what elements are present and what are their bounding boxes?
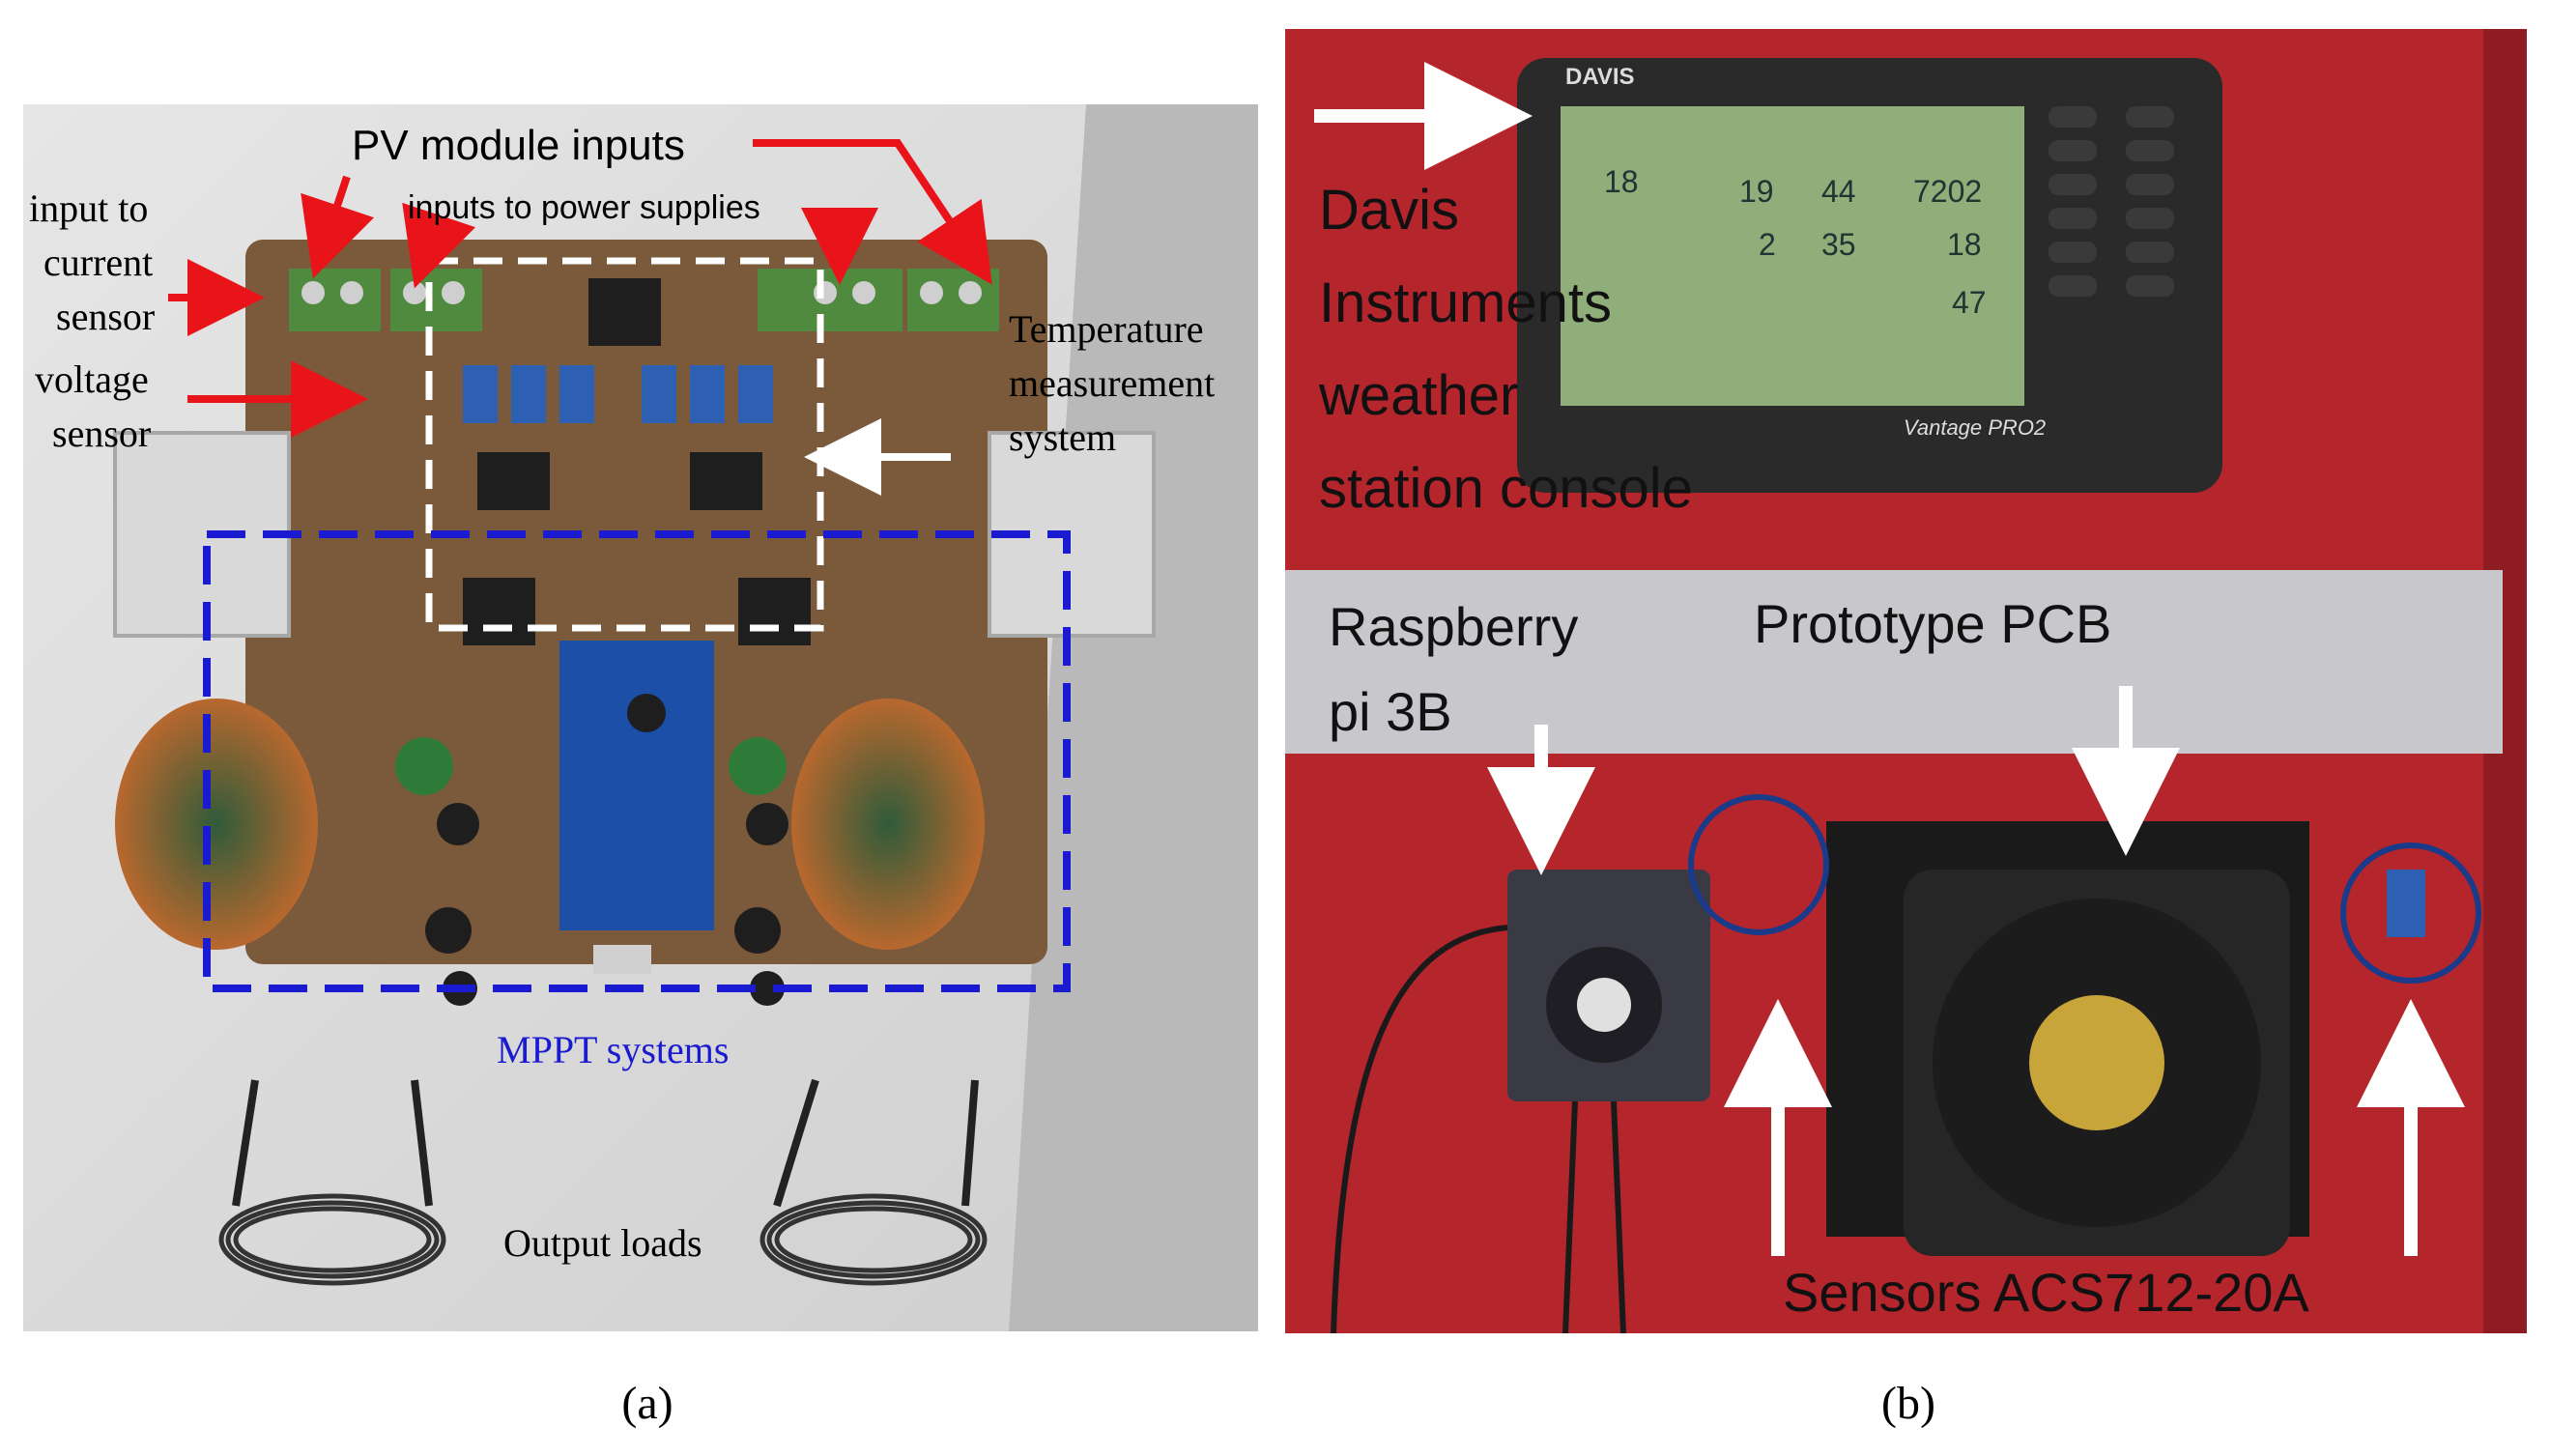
console-brand: DAVIS [1565, 64, 1635, 90]
label-power-supplies: inputs to power supplies [408, 189, 760, 226]
label-pv-inputs: PV module inputs [352, 122, 685, 169]
cables [1331, 925, 1626, 1333]
label-current-sensor: input to current sensor [29, 186, 156, 338]
console-reading-8: 47 [1952, 285, 1987, 320]
console-reading-4: 7202 [1913, 174, 1983, 209]
output-load-coils [218, 1193, 988, 1286]
console-model: Vantage PRO2 [1904, 415, 2047, 440]
label-davis-console: Davis Instruments weather station consol… [1319, 179, 1693, 520]
caption-b: (b) [1881, 1378, 1935, 1429]
mppt-box [203, 530, 1071, 992]
enclosure-photo [1285, 29, 2527, 1333]
sensor-circle-right [2340, 842, 2481, 984]
panel-a-photo: PV module inputs inputs to power supplie… [23, 104, 1258, 1331]
sensor-circle-left [1688, 794, 1829, 935]
caption-a: (a) [621, 1378, 673, 1429]
label-mppt: MPPT systems [497, 1028, 730, 1071]
console-reading-5: 2 [1759, 227, 1776, 262]
console-reading-7: 18 [1947, 227, 1982, 262]
label-temperature: Temperature measurement system [1009, 307, 1216, 459]
panel-b-photo: DAVIS Vantage PRO2 18 19 44 7202 2 35 18… [1285, 29, 2527, 1333]
arduino-nano [559, 641, 714, 930]
console-reading-1: 18 [1604, 164, 1639, 199]
white-arrows [1314, 62, 2465, 1256]
cable-tray [1285, 570, 2503, 754]
label-sensors: Sensors ACS712-20A [1783, 1262, 2309, 1323]
left-heatsink [113, 431, 291, 638]
console-buttons [2049, 106, 2174, 297]
console-screen [1561, 106, 2024, 406]
label-output-loads: Output loads [503, 1221, 702, 1265]
left-inductor [115, 699, 318, 950]
trimmer-pots [463, 365, 773, 423]
label-voltage-sensor: voltage sensor [35, 357, 152, 455]
label-prototype-pcb: Prototype PCB [1754, 593, 2112, 654]
label-raspberry-pi: Raspberry pi 3B [1329, 596, 1579, 742]
console-reading-2: 19 [1739, 174, 1774, 209]
console-reading-3: 44 [1821, 174, 1856, 209]
output-load-wires [232, 1078, 979, 1208]
red-arrows [168, 139, 992, 438]
pcb-photo [23, 104, 1258, 1331]
right-inductor [791, 699, 985, 950]
console-reading-6: 35 [1821, 227, 1856, 262]
ic-chips [463, 278, 811, 645]
temperature-box [425, 257, 824, 632]
